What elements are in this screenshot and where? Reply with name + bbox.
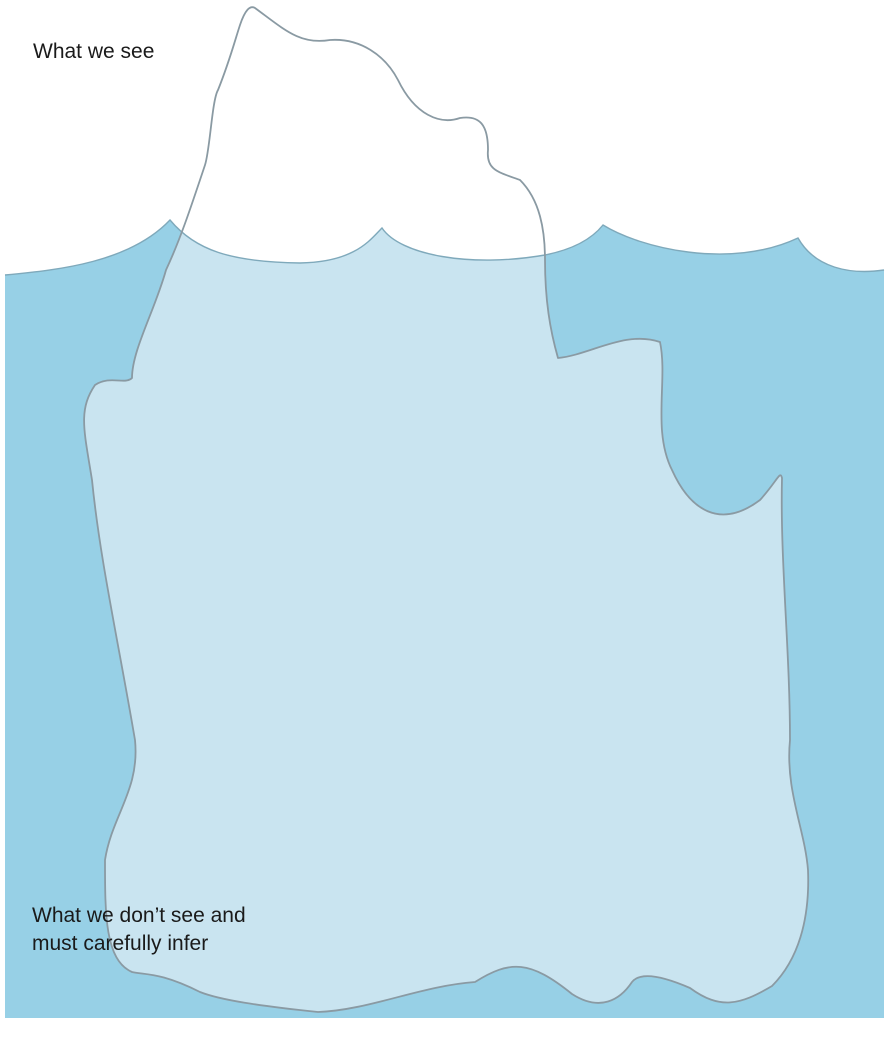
below-water-label-line-2: must carefully infer <box>32 930 332 958</box>
below-water-label: What we don’t see and must carefully inf… <box>32 902 332 958</box>
above-water-label: What we see <box>33 38 154 66</box>
below-water-label-line-1: What we don’t see and <box>32 902 332 930</box>
